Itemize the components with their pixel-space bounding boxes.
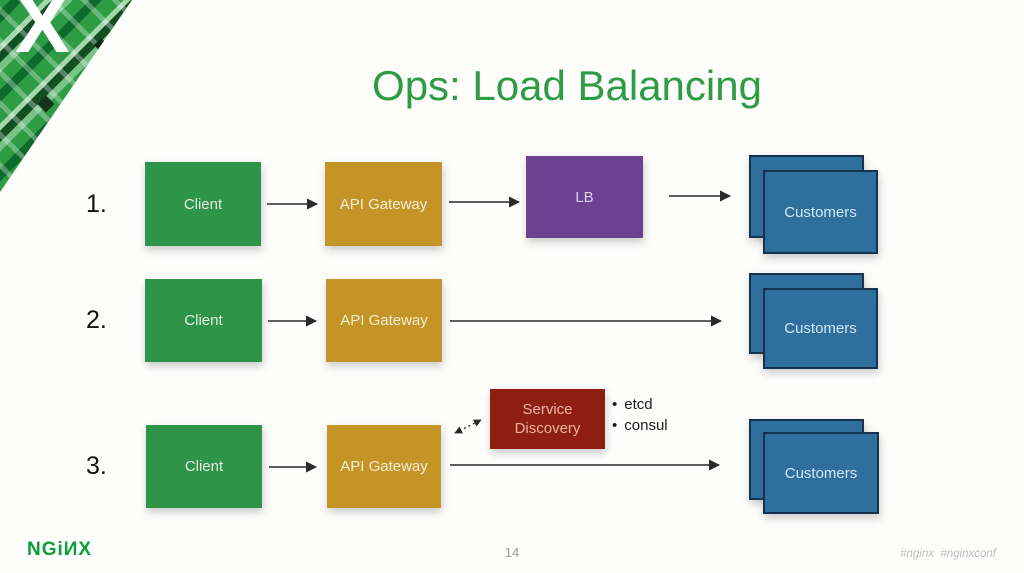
arrow-gateway-service-discovery-dotted: [454, 419, 482, 434]
footer-hashtags: #nginx #nginxconf: [900, 548, 996, 560]
row1-customers-label: Customers: [784, 203, 857, 221]
row1-lb-label: LB: [575, 188, 594, 206]
row1-customers-stack: Customers: [749, 155, 880, 255]
gold-diamond-icon: [56, 148, 82, 174]
service-discovery-label: Service Discovery: [514, 400, 581, 438]
row2-client-label: Client: [184, 312, 223, 329]
row3-customers-box: Customers: [763, 432, 879, 514]
row1-api-gateway-label: API Gateway: [339, 195, 428, 213]
row-2-number: 2.: [86, 306, 107, 334]
dark-diamond-icon: [37, 95, 55, 113]
page-number: 14: [504, 545, 520, 560]
row-1-number: 1.: [86, 190, 107, 218]
service-discovery-options: •etcd •consul: [612, 394, 668, 436]
row2-client-box: Client: [145, 279, 262, 362]
row3-api-gateway-label: API Gateway: [340, 458, 428, 475]
option-consul: •consul: [612, 417, 668, 434]
row2-customers-label: Customers: [784, 320, 857, 337]
row2-api-gateway-box: API Gateway: [326, 279, 442, 362]
service-discovery-box: Service Discovery: [490, 389, 605, 449]
row3-client-label: Client: [184, 458, 224, 475]
row2-api-gateway-label: API Gateway: [340, 312, 428, 329]
dark-diamond-icon: [93, 37, 109, 53]
row1-lb-box: LB: [526, 156, 643, 238]
nginx-wordmark: NGiИX: [27, 539, 93, 560]
row1-client-label: Client: [183, 195, 223, 213]
row-3-number: 3.: [86, 452, 107, 480]
row3-customers-stack: Customers: [749, 419, 880, 516]
row2-customers-stack: Customers: [749, 273, 880, 371]
option-etcd: •etcd: [612, 396, 653, 413]
row1-customers-box: Customers: [763, 170, 878, 254]
row2-customers-box: Customers: [763, 288, 878, 369]
bullet-icon: •: [612, 417, 618, 434]
slide-title: Ops: Load Balancing: [372, 62, 762, 109]
row3-client-box: Client: [146, 425, 262, 508]
row3-customers-label: Customers: [784, 464, 858, 482]
row3-api-gateway-box: API Gateway: [327, 425, 441, 508]
row1-api-gateway-box: API Gateway: [325, 162, 442, 246]
nginx-x-logo-glyph: X: [15, 0, 70, 70]
bullet-icon: •: [612, 396, 618, 413]
row1-client-box: Client: [145, 162, 261, 246]
